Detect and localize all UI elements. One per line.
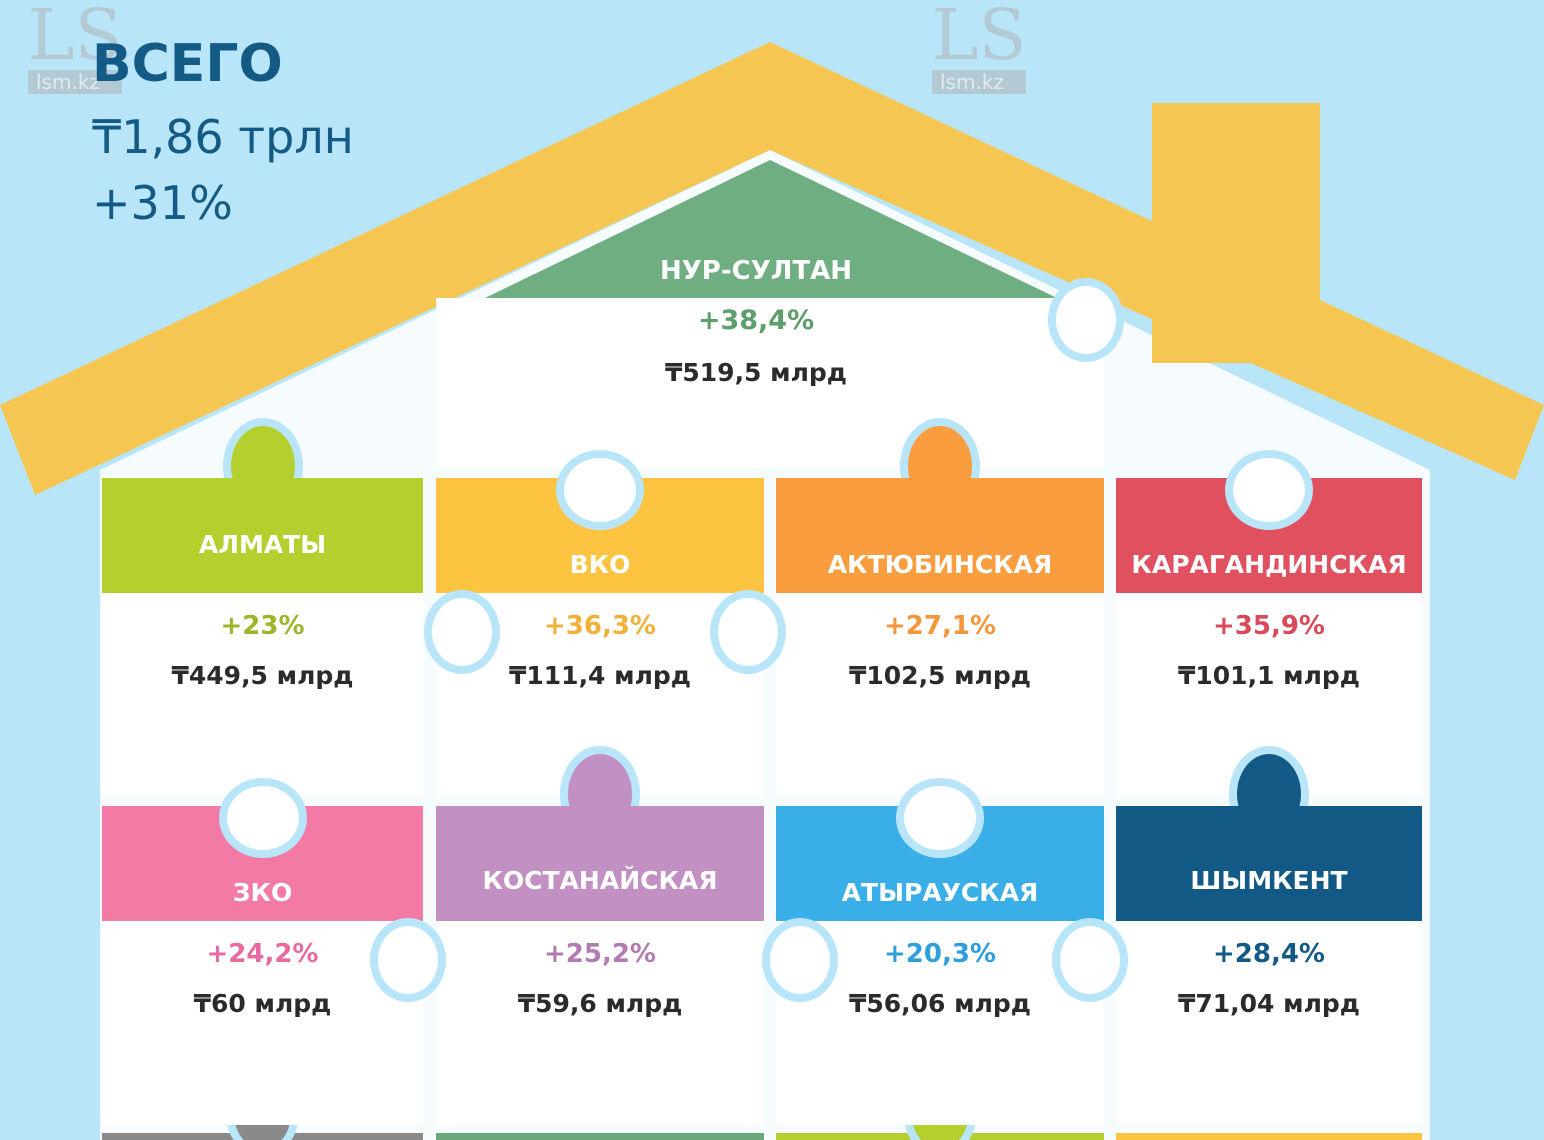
region-cell: +23% ₸449,5 млрд — [102, 593, 423, 795]
region-amount: ₸102,5 млрд — [848, 661, 1031, 690]
region-change: +20,3% — [884, 939, 996, 969]
bottom-row-header — [436, 1133, 764, 1140]
region-header: АКТЮБИНСКАЯ — [776, 478, 1104, 593]
region-cell: +28,4% ₸71,04 млрд — [1116, 921, 1422, 1125]
capital-change: +38,4% — [697, 305, 815, 336]
region-amount: ₸449,5 млрд — [171, 661, 354, 690]
region-change: +36,3% — [544, 611, 656, 641]
region-amount: ₸59,6 млрд — [517, 989, 683, 1018]
region-change: +23% — [220, 611, 305, 641]
total-title: ВСЕГО — [92, 34, 283, 94]
puzzle-side-knob — [1060, 926, 1120, 994]
region-header: КАРАГАНДИНСКАЯ — [1116, 478, 1422, 593]
region-change: +25,2% — [544, 939, 656, 969]
region-amount: ₸60 млрд — [193, 989, 332, 1018]
region-header: ШЫМКЕНТ — [1116, 806, 1422, 921]
bottom-row-header — [1116, 1133, 1422, 1140]
puzzle-notch — [904, 786, 976, 850]
capital-label: НУР-СУЛТАН — [660, 256, 852, 286]
puzzle-notch — [1233, 458, 1305, 522]
region-name: КОСТАНАЙСКАЯ — [482, 866, 718, 895]
puzzle-side-knob — [1056, 286, 1116, 354]
capital-cell — [436, 298, 1104, 468]
total-change: +31% — [92, 176, 233, 230]
region-name: ШЫМКЕНТ — [1190, 866, 1348, 895]
region-change: +27,1% — [884, 611, 996, 641]
region-name: ЗКО — [232, 878, 293, 907]
region-name: КАРАГАНДИНСКАЯ — [1131, 550, 1407, 579]
region-change: +35,9% — [1213, 611, 1325, 641]
puzzle-notch — [564, 458, 636, 522]
region-cell: +25,2% ₸59,6 млрд — [436, 921, 764, 1125]
puzzle-side-knob — [770, 926, 830, 994]
region-cell: +20,3% ₸56,06 млрд — [776, 921, 1104, 1125]
region-amount: ₸111,4 млрд — [508, 661, 691, 690]
puzzle-side-knob — [432, 598, 492, 666]
region-cell: +24,2% ₸60 млрд — [102, 921, 423, 1125]
region-header: КОСТАНАЙСКАЯ — [436, 806, 764, 921]
region-cell: +27,1% ₸102,5 млрд — [776, 593, 1104, 795]
puzzle-notch — [226, 786, 299, 850]
region-change: +24,2% — [206, 939, 319, 969]
puzzle-side-knob — [378, 926, 438, 994]
region-amount: ₸101,1 млрд — [1177, 661, 1360, 690]
region-name: АКТЮБИНСКАЯ — [827, 550, 1053, 579]
capital-roof-triangle — [485, 160, 1057, 298]
region-amount: ₸56,06 млрд — [848, 989, 1031, 1018]
region-name: ВКО — [569, 550, 631, 579]
region-name: АТЫРАУСКАЯ — [841, 878, 1039, 907]
capital-amount: ₸519,5 млрд — [664, 358, 847, 387]
region-name: АЛМАТЫ — [198, 530, 327, 559]
region-amount: ₸71,04 млрд — [1177, 989, 1360, 1018]
total-amount: ₸1,86 трлн — [92, 110, 354, 164]
region-change: +28,4% — [1213, 939, 1325, 969]
puzzle-side-knob — [718, 598, 778, 666]
roof — [0, 42, 1544, 495]
region-header: АЛМАТЫ — [102, 478, 423, 593]
